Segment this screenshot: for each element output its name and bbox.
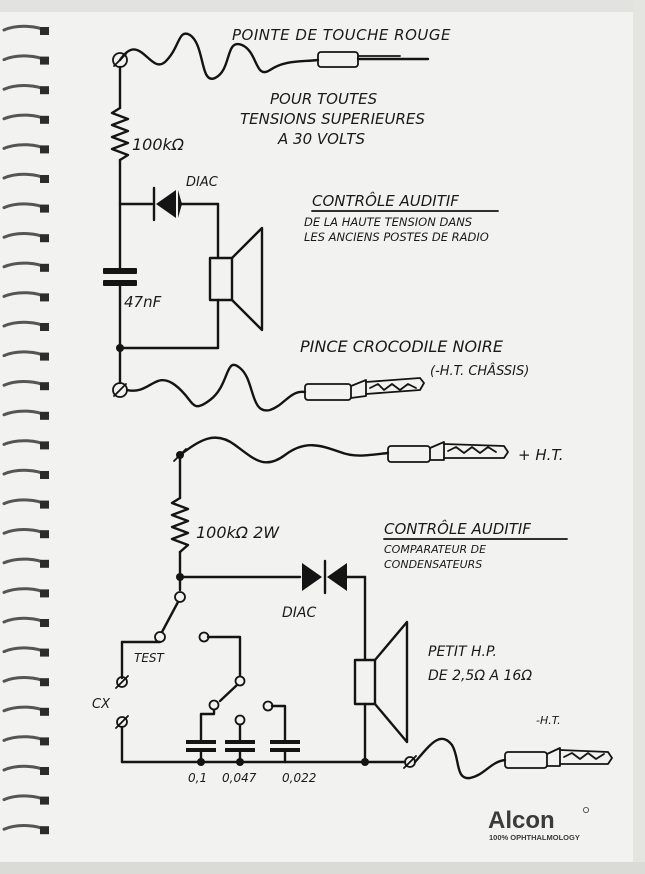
spiral-hole [40,559,49,568]
resistor-100k [110,106,130,162]
spiral-hole [40,175,49,183]
spiral-hole [40,234,49,243]
resistor-label-bottom: 100kΩ 2W [196,523,280,542]
diac-label-bottom: DIAC [282,605,316,621]
note-line-2: TENSIONS SUPERIEURES [240,110,425,128]
cap-value-2: 0,047 [222,771,257,785]
speaker-line-1: PETIT H.P. [428,644,497,660]
spiral-hole [40,678,49,687]
page-bottom-edge [0,862,645,874]
cap-stack-1 [186,740,216,752]
bottom-circuit: + H.T. 100kΩ 2W CONTRÔLE AUDITIF COMPARA… [92,436,613,785]
note-line-3: A 30 VOLTS [277,130,365,148]
spiral-hole [40,86,49,95]
spiral-hole [40,619,49,627]
bottom-desc-line-2: CONDENSATEURS [384,558,482,571]
top-desc-line-2: LES ANCIENS POSTES DE RADIO [304,230,489,244]
cx-terminal-top [115,675,129,689]
clip-wire [125,363,307,412]
diac-label-top: DIAC [186,175,219,190]
spiral-hole [40,589,49,598]
speaker-line-2: DE 2,5Ω A 16Ω [428,668,532,684]
diac-bottom [302,559,347,595]
cx-label: CX [92,697,111,712]
spiral-hole [40,56,49,65]
speaker-top [208,226,264,332]
alcon-logo: Alcon 100% OPHTHALMOLOGY [488,807,590,842]
resistor-label-top: 100kΩ [132,135,185,154]
page-top-edge [0,0,645,12]
spiral-hole [40,441,49,450]
page-right-edge [633,0,645,874]
logo-tagline: 100% OPHTHALMOLOGY [489,833,580,842]
bottom-title: CONTRÔLE AUDITIF [384,519,531,538]
spiral-hole [40,737,49,746]
spiral-hole [40,263,49,272]
clip-sublabel: (-H.T. CHÂSSIS) [430,363,529,379]
red-probe [317,51,430,68]
black-crocodile-clip [304,377,425,401]
spiral-hole [40,530,49,539]
cap-value-3: 0,022 [282,771,316,785]
spiral-hole [40,352,49,361]
spiral-hole [40,293,49,302]
minus-ht-wire [413,737,507,780]
top-title: CONTRÔLE AUDITIF [312,191,459,210]
test-label: TEST [134,651,166,665]
spiral-hole [40,323,49,331]
spiral-hole [40,411,49,420]
spiral-hole [40,382,49,391]
resistor-100k-2w [170,496,190,554]
selector-wiper[interactable] [218,683,239,703]
top-desc-line-1: DE LA HAUTE TENSION DANS [304,215,472,229]
cap-stack-2 [225,740,255,752]
spiral-binding [2,24,49,835]
spiral-hole [40,204,49,213]
capacitor-label: 47nF [124,293,162,311]
spiral-hole [40,145,49,154]
spiral-hole [40,707,49,716]
bottom-desc-line-1: COMPARATEUR DE [384,543,486,556]
selector-pivot [234,675,246,687]
cap-stack-3 [270,740,300,752]
probe-label: POINTE DE TOUCHE ROUGE [232,26,451,44]
note-line-1: POUR TOUTES [270,90,378,108]
probe-wire [118,32,320,80]
spiral-hole [40,796,49,805]
minus-ht-clip [504,747,613,769]
test-switch-wiper[interactable] [160,600,180,634]
minus-ht-label: -H.T. [536,714,561,727]
spiral-hole [40,500,49,509]
spiral-hole [40,826,49,835]
plus-ht-clip [387,441,509,463]
logo-brand: Alcon [488,807,555,834]
clip-label: PINCE CROCODILE NOIRE [300,337,504,356]
plus-ht-label: + H.T. [518,446,564,464]
registered-mark-icon [583,807,590,814]
spiral-hole [40,115,49,124]
top-circuit: POINTE DE TOUCHE ROUGE POUR TOUTES TENSI… [103,26,529,412]
cap-value-1: 0,1 [188,771,207,785]
spiral-hole [40,27,49,35]
spiral-hole [40,648,49,657]
plus-ht-wire [178,436,390,464]
capacitor-47nf [103,268,137,286]
spiral-hole [40,767,49,775]
spiral-hole [40,471,49,479]
